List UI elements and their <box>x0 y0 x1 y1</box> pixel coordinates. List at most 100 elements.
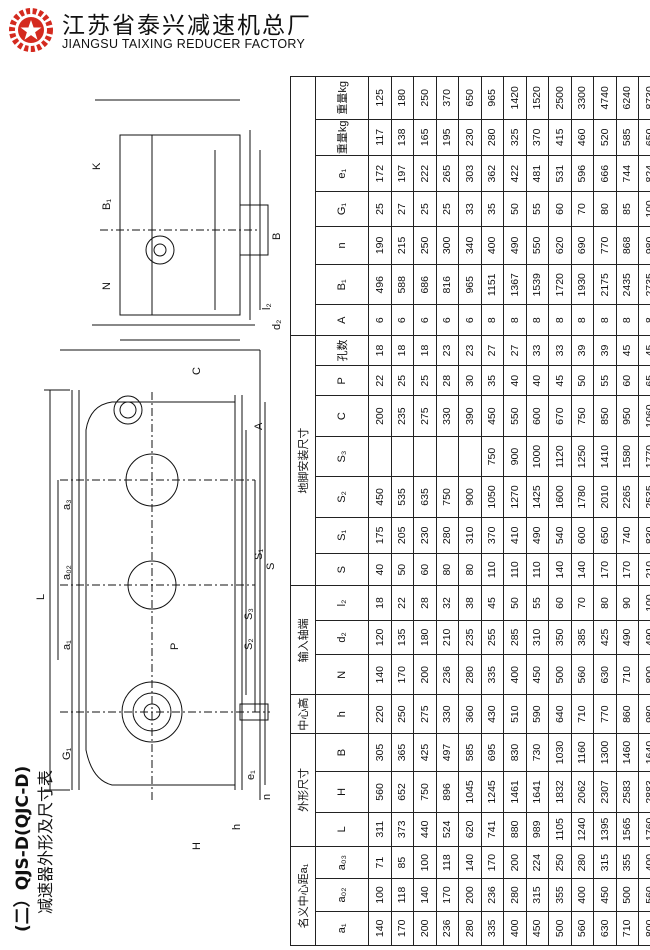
table-cell: 18 <box>413 335 436 366</box>
table-cell: 360 <box>458 694 481 734</box>
table-cell: 1395 <box>593 812 616 847</box>
column-header-nominal: a₁ <box>315 911 369 946</box>
table-cell: 650 <box>638 119 650 156</box>
table-cell: 2265 <box>616 476 639 518</box>
company-name-en: JIANGSU TAIXING REDUCER FACTORY <box>62 37 306 51</box>
table-cell: 85 <box>391 846 414 879</box>
table-cell: 60 <box>548 585 571 621</box>
table-cell: 950 <box>616 395 639 437</box>
table-cell: 170 <box>481 846 504 879</box>
table-cell: 315 <box>593 846 616 879</box>
table-cell: 60 <box>616 365 639 396</box>
table-cell: 18 <box>368 335 391 366</box>
table-cell: 117 <box>368 119 391 156</box>
table-cell: 400 <box>481 226 504 265</box>
table-cell: 40 <box>526 365 549 396</box>
table-cell: 560 <box>571 911 594 946</box>
table-cell: 280 <box>436 517 459 554</box>
table-cell: 200 <box>413 911 436 946</box>
side-view-housing <box>119 134 241 316</box>
table-cell: 118 <box>436 846 459 879</box>
label-N: N <box>101 282 113 290</box>
table-cell: 666 <box>593 155 616 192</box>
table-cell: 50 <box>571 365 594 396</box>
table-cell: 830 <box>503 733 526 772</box>
column-header: S₃ <box>315 436 369 477</box>
reducer-drawing: L a₀₂ a₃ a₁ G₁ P S S₁ S₂ S₃ A C e₁ n H h… <box>35 99 283 850</box>
table-cell: 33 <box>548 335 571 366</box>
table-cell: 550 <box>526 226 549 265</box>
table-cell: 1120 <box>548 436 571 477</box>
table-cell: 1780 <box>571 476 594 518</box>
table-cell: 33 <box>526 335 549 366</box>
label-h: h <box>231 824 243 830</box>
label-G1: G₁ <box>61 747 73 760</box>
table-cell: 8 <box>616 304 639 336</box>
table-cell: 250 <box>391 694 414 734</box>
table-cell: 140 <box>368 654 391 695</box>
table-cell: 50 <box>391 553 414 586</box>
table-cell: 1539 <box>526 264 549 305</box>
table-cell: 2583 <box>616 771 639 813</box>
table-cell: 750 <box>413 771 436 813</box>
table-cell: 730 <box>526 733 549 772</box>
table-cell: 100 <box>368 878 391 912</box>
label-L: L <box>35 594 47 600</box>
table-cell: 18 <box>391 335 414 366</box>
table-cell: 2735 <box>638 264 650 305</box>
table-cell: 362 <box>481 155 504 192</box>
column-header: 重量kg <box>315 76 369 120</box>
label-B: B <box>271 233 283 240</box>
table-cell: 830 <box>638 517 650 554</box>
table-cell: 22 <box>368 365 391 396</box>
table-cell: 200 <box>413 654 436 695</box>
table-cell: 140 <box>413 878 436 912</box>
table-cell: 311 <box>368 812 391 847</box>
table-cell: 415 <box>548 119 571 156</box>
table-cell: 23 <box>436 335 459 366</box>
table-cell: 38 <box>458 585 481 621</box>
table-cell: 200 <box>458 878 481 912</box>
table-cell: 440 <box>413 812 436 847</box>
table-cell: 230 <box>458 119 481 156</box>
table-cell: 110 <box>526 553 549 586</box>
table-cell: 210 <box>638 553 650 586</box>
table-cell: 2175 <box>593 264 616 305</box>
table-cell: 560 <box>571 654 594 695</box>
table-cell: 8 <box>571 304 594 336</box>
label-B1: B₁ <box>101 199 113 210</box>
table-cell: 222 <box>413 155 436 192</box>
table-cell: 45 <box>481 585 504 621</box>
table-cell: 236 <box>481 878 504 912</box>
table-cell: 45 <box>548 365 571 396</box>
table-cell: 824 <box>638 155 650 192</box>
table-cell: 741 <box>481 812 504 847</box>
label-a3: a₃ <box>61 499 73 510</box>
table-cell: 1580 <box>616 436 639 477</box>
page-header: 江苏省泰兴减速机总厂 JIANGSU TAIXING REDUCER FACTO… <box>0 0 650 64</box>
company-name-cn: 江苏省泰兴减速机总厂 <box>62 13 312 39</box>
table-cell: 965 <box>481 76 504 120</box>
table-cell: 33 <box>458 191 481 227</box>
table-cell: 8 <box>503 304 526 336</box>
table-cell: 236 <box>436 911 459 946</box>
table-cell: 4740 <box>593 76 616 120</box>
table-cell: 1367 <box>503 264 526 305</box>
table-cell: 750 <box>436 476 459 518</box>
label-a1: a₁ <box>61 640 73 650</box>
table-cell: 265 <box>436 155 459 192</box>
table-cell: 6 <box>458 304 481 336</box>
table-cell: 140 <box>458 846 481 879</box>
table-cell: 175 <box>368 517 391 554</box>
table-cell: 1270 <box>503 476 526 518</box>
table-cell: 540 <box>548 517 571 554</box>
table-cell: 275 <box>413 694 436 734</box>
table-cell <box>436 436 459 477</box>
table-cell: 355 <box>548 878 571 912</box>
table-cell: 450 <box>526 654 549 695</box>
table-cell: 2535 <box>638 476 650 518</box>
table-cell: 690 <box>571 226 594 265</box>
